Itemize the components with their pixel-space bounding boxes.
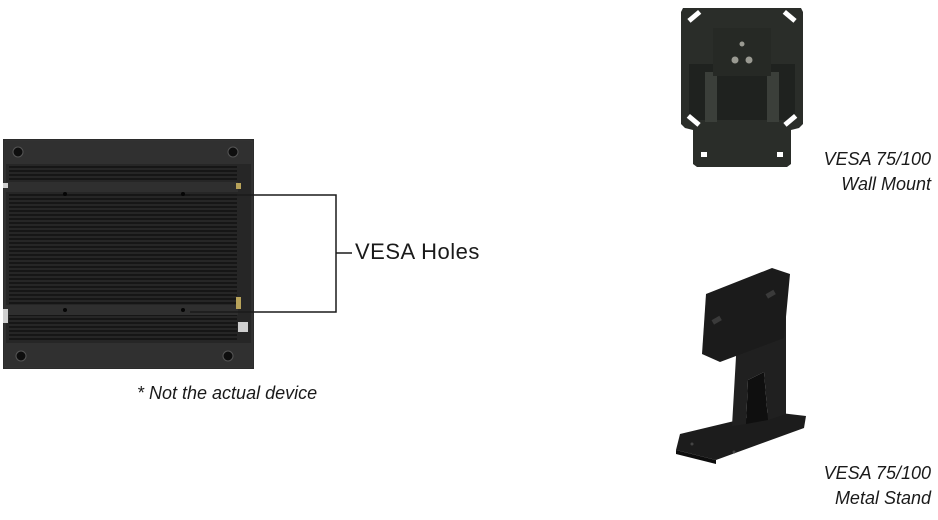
heat-fin	[9, 218, 237, 220]
heat-fin	[9, 238, 237, 240]
heat-fin	[9, 222, 237, 224]
wall-mount-caption-line1: VESA 75/100	[823, 149, 931, 169]
heat-fin	[9, 330, 237, 332]
heat-fin	[9, 170, 237, 172]
heat-fin	[9, 234, 237, 236]
heat-fin	[9, 262, 237, 264]
heat-fin	[9, 290, 237, 292]
mini-pc-image	[3, 139, 254, 369]
heat-fin	[9, 274, 237, 276]
heat-fin	[9, 198, 237, 200]
heat-fin	[9, 178, 237, 180]
heat-fin	[9, 230, 237, 232]
metal-stand-image	[676, 268, 806, 464]
metal-stand-caption-line1: VESA 75/100	[823, 463, 931, 483]
heat-fin	[9, 270, 237, 272]
heat-fin	[9, 318, 237, 320]
heat-fin	[9, 326, 237, 328]
heat-fin	[9, 322, 237, 324]
heat-fin	[9, 166, 237, 168]
heat-fin	[9, 246, 237, 248]
heat-fin	[9, 338, 237, 340]
heat-fin	[9, 282, 237, 284]
heat-fin	[9, 194, 237, 196]
heat-fin	[9, 266, 237, 268]
heat-fin	[9, 254, 237, 256]
heat-fin	[9, 210, 237, 212]
disclaimer-note: * Not the actual device	[137, 383, 318, 403]
heat-fin	[9, 294, 237, 296]
heat-fin	[9, 258, 237, 260]
wall-mount-caption: VESA 75/100 Wall Mount	[824, 147, 931, 197]
wall-mount-caption-line2: Wall Mount	[841, 174, 931, 194]
heat-fin	[9, 242, 237, 244]
vesa-holes-label: VESA Holes	[355, 239, 480, 264]
metal-stand-caption: VESA 75/100 Metal Stand	[824, 461, 931, 511]
heat-fin	[9, 206, 237, 208]
heat-fin	[9, 214, 237, 216]
heat-fin	[9, 202, 237, 204]
heat-fin	[9, 302, 237, 304]
heat-fin	[9, 226, 237, 228]
heat-fin	[9, 298, 237, 300]
heat-fin	[9, 286, 237, 288]
wall-mount-image	[681, 8, 803, 167]
heat-fin	[9, 278, 237, 280]
heat-fin	[9, 250, 237, 252]
heat-fin	[9, 174, 237, 176]
heat-fin	[9, 334, 237, 336]
metal-stand-caption-line2: Metal Stand	[834, 488, 931, 508]
